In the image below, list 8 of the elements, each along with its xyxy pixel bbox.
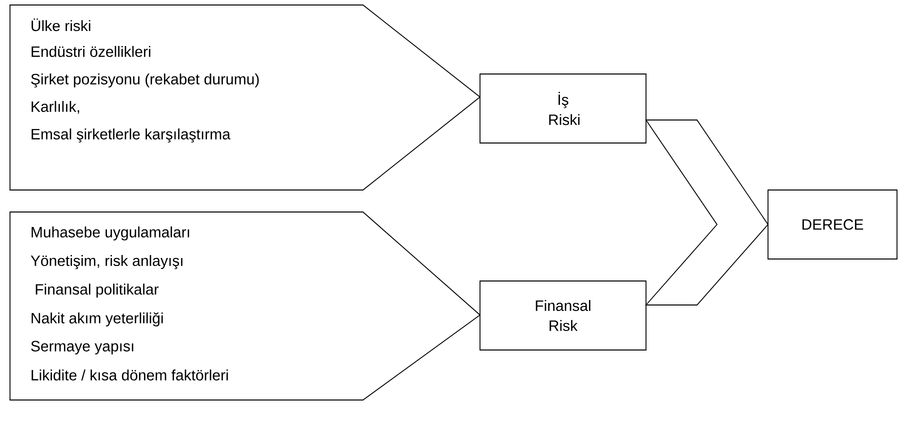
- pentagon-arrow: [10, 4, 481, 190]
- process-box: İş Riski: [480, 74, 646, 144]
- text-list: Muhasebe uygulamaları Yönetişim, risk anlayışı Finansal politikalar Nakit akım yeterliliği Sermaye yapısı Likidite / kısa dönem faktörleri: [30, 226, 228, 380]
- process-box: DERECE: [768, 190, 898, 260]
- chevron-arrow: [645, 120, 769, 306]
- text-list: Ülke riski Endüstri özellikleri Şirket pozisyonu (rekabet durumu) Karlılık, Emsal şirketlerle karşılaştırma: [31, 18, 259, 142]
- pentagon-arrow: [10, 212, 481, 400]
- process-box: Finansal Risk: [480, 280, 646, 350]
